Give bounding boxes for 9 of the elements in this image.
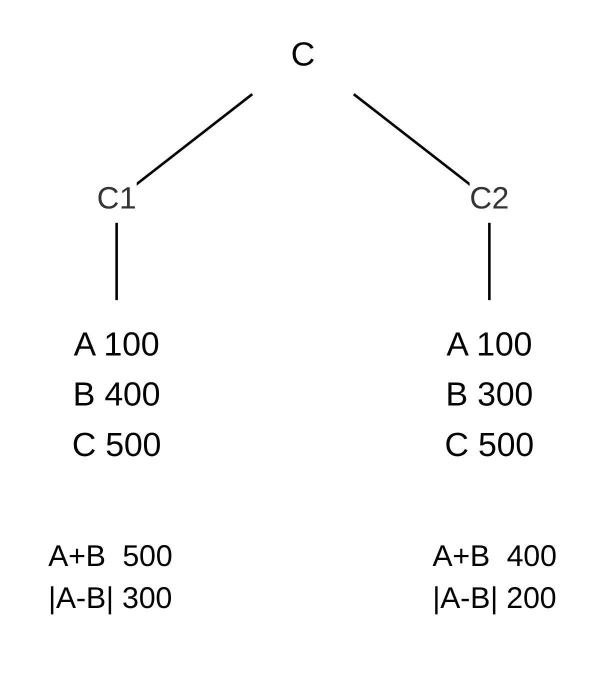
- sum-difference-text: A+B 500: [48, 540, 172, 574]
- edge-label: C2: [469, 182, 509, 216]
- node-text: C: [290, 34, 315, 74]
- node-text: A 100 B 300 C 500: [444, 324, 534, 464]
- sum-difference-text: A+B 400: [432, 540, 557, 574]
- sum-difference-text: |A-B| 300: [48, 582, 172, 616]
- node-text: A 100 B 400 C 500: [71, 324, 161, 464]
- edge-label: C1: [96, 182, 136, 216]
- sum-difference-text: |A-B| 200: [432, 582, 557, 616]
